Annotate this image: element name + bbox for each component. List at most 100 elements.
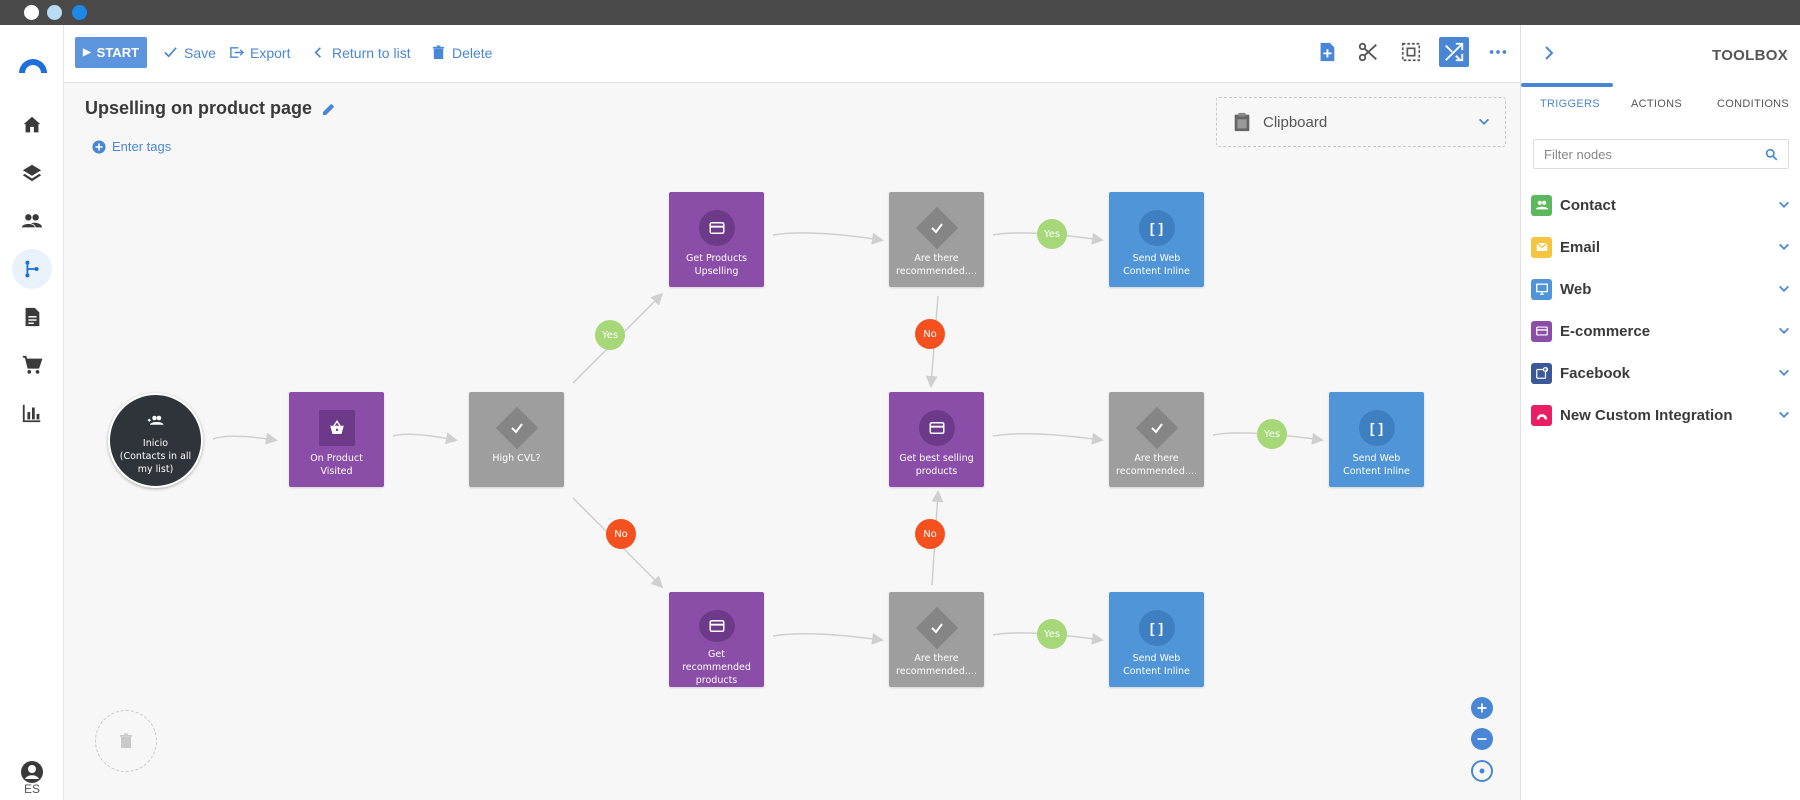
yes-badge[interactable]: Yes [1037, 219, 1067, 249]
category-ecommerce[interactable]: E-commerce [1531, 319, 1791, 343]
home-icon [23, 116, 41, 133]
nav-contacts[interactable] [12, 201, 52, 241]
check-diamond-icon [495, 406, 538, 450]
chevron-left-icon [314, 47, 321, 58]
category-email[interactable]: Email [1531, 235, 1791, 259]
yes-badge[interactable]: Yes [1257, 419, 1287, 449]
node-on-product-visited[interactable]: On Product Visited [289, 392, 384, 487]
add-group-icon [138, 409, 174, 433]
language-label[interactable]: ES [23, 782, 40, 796]
export-icon [230, 47, 244, 58]
node-get-products-upselling[interactable]: Get Products Upselling [669, 192, 764, 287]
credit-card-icon [1531, 320, 1552, 342]
user-account-icon[interactable] [20, 760, 44, 784]
category-web[interactable]: Web [1531, 277, 1791, 301]
check-icon [164, 47, 177, 58]
return-to-list-button[interactable]: Return to list [311, 37, 411, 68]
start-button[interactable]: ▶ START [75, 37, 147, 68]
facebook-icon [1531, 362, 1552, 384]
chevron-right-icon[interactable] [1539, 43, 1559, 63]
edge-product-to-cvl [392, 432, 458, 445]
category-contact[interactable]: Contact [1531, 193, 1791, 217]
tab-conditions[interactable]: CONDITIONS [1717, 98, 1790, 110]
filter-placeholder: Filter nodes [1544, 146, 1612, 162]
tab-actions[interactable]: ACTIONS [1631, 98, 1682, 110]
edge-check2-yes [1212, 432, 1324, 445]
nav-documents[interactable] [12, 297, 52, 337]
node-get-recommended-products[interactable]: Get recommended products [669, 592, 764, 687]
app-logo-icon[interactable] [17, 45, 49, 77]
tab-triggers[interactable]: TRIGGERS [1540, 98, 1600, 110]
nav-ecommerce[interactable] [12, 345, 52, 385]
cut-button[interactable] [1353, 37, 1383, 67]
center-view-button[interactable] [1471, 760, 1493, 782]
chevron-down-icon [1779, 411, 1789, 418]
toolbox-title: TOOLBOX [1712, 47, 1788, 64]
monitor-icon [1531, 278, 1552, 300]
save-button[interactable]: Save [163, 37, 216, 68]
shuffle-icon [1445, 42, 1464, 62]
flow-canvas[interactable]: Upselling on product page Enter tags Cli… [64, 83, 1520, 800]
category-new-custom-integration[interactable]: New Custom Integration [1531, 403, 1791, 427]
yes-badge[interactable]: Yes [595, 320, 625, 350]
zoom-out-button[interactable] [1471, 728, 1493, 750]
check-diamond-icon [915, 206, 958, 250]
node-high-cvl[interactable]: High CVL? [469, 392, 564, 487]
trash-drop-zone[interactable] [95, 710, 157, 772]
layers-icon [22, 164, 42, 182]
clipboard-dropdown[interactable]: Clipboard [1216, 97, 1506, 147]
cart-icon [22, 355, 43, 374]
node-are-there-recommended-2[interactable]: Are there recommended.... [1109, 392, 1204, 487]
window-titlebar [0, 0, 1800, 25]
filter-nodes-input[interactable]: Filter nodes [1533, 139, 1789, 169]
add-document-icon [1320, 42, 1335, 62]
toolbox-panel: TOOLBOX TRIGGERS ACTIONS CONDITIONS Filt… [1520, 25, 1800, 800]
nav-home[interactable] [12, 105, 52, 145]
no-badge[interactable]: No [606, 519, 636, 549]
node-send-web-content-1[interactable]: [ ] Send Web Content Inline [1109, 192, 1204, 287]
auto-layout-button[interactable] [1439, 37, 1469, 67]
export-button[interactable]: Export [229, 37, 290, 68]
trash-icon [432, 45, 445, 60]
window-close-dot[interactable] [24, 5, 39, 20]
delete-button[interactable]: Delete [431, 37, 492, 68]
check-diamond-icon [915, 606, 958, 650]
contact-icon [1531, 194, 1552, 216]
window-maximize-dot[interactable] [72, 5, 87, 20]
nav-automation[interactable] [12, 249, 52, 289]
node-are-there-recommended-3[interactable]: Are there recommended.... [889, 592, 984, 687]
flow-edges [212, 232, 1324, 645]
node-send-web-content-2[interactable]: [ ] Send Web Content Inline [1329, 392, 1424, 487]
node-label: Are there recommended.... [896, 253, 977, 277]
plus-icon [1477, 703, 1487, 713]
nav-layers[interactable] [12, 153, 52, 193]
add-note-button[interactable] [1312, 37, 1342, 67]
return-button-label: Return to list [332, 44, 411, 61]
edge-start-to-product [212, 432, 278, 445]
node-get-best-selling[interactable]: Get best selling products [889, 392, 984, 487]
select-area-button[interactable] [1396, 37, 1426, 67]
node-are-there-recommended-1[interactable]: Are there recommended.... [889, 192, 984, 287]
zoom-in-button[interactable] [1471, 697, 1493, 719]
enter-tags-button[interactable]: Enter tags [92, 139, 171, 154]
more-options-button[interactable] [1483, 37, 1513, 67]
credit-card-icon [918, 410, 955, 446]
selection-icon [1401, 42, 1421, 62]
edge-best-to-check2 [992, 432, 1104, 445]
flow-title: Upselling on product page [85, 98, 338, 119]
no-badge[interactable]: No [915, 319, 945, 349]
flow-branch-icon [25, 260, 39, 278]
window-minimize-dot[interactable] [47, 5, 62, 20]
node-start-subtitle: (Contacts in all my list) [119, 451, 192, 475]
no-badge[interactable]: No [915, 519, 945, 549]
yes-badge[interactable]: Yes [1037, 619, 1067, 649]
scissors-icon [1358, 42, 1377, 62]
node-start[interactable]: Inicio (Contacts in all my list) [108, 393, 203, 488]
nav-reports[interactable] [12, 393, 52, 433]
toolbox-tab-indicator [1521, 83, 1800, 87]
category-facebook[interactable]: Facebook [1531, 361, 1791, 385]
edge-recommended-to-check3 [772, 632, 884, 645]
node-send-web-content-3[interactable]: [ ] Send Web Content Inline [1109, 592, 1204, 687]
edit-pencil-icon[interactable] [320, 100, 338, 118]
category-label: E-commerce [1560, 322, 1651, 340]
